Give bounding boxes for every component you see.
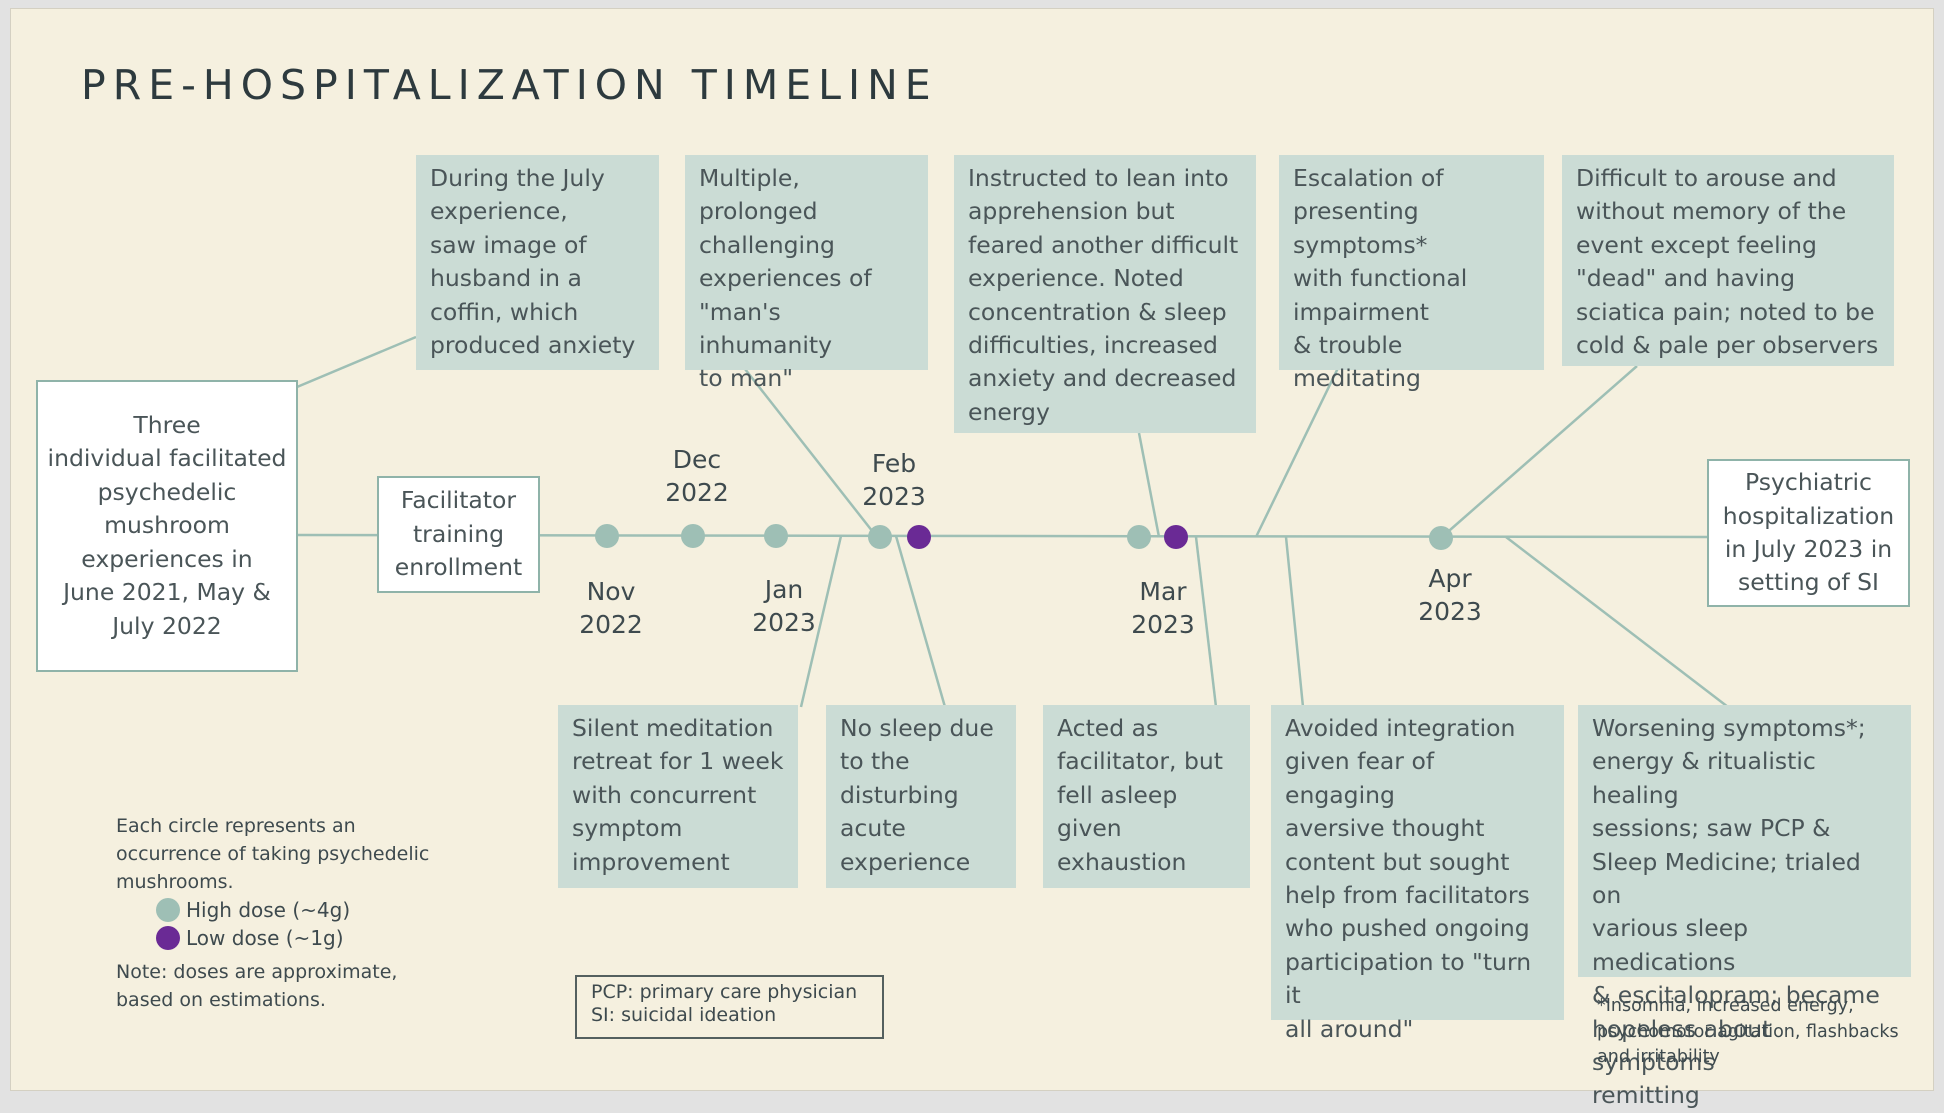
top-event-text-1: During the July experience, saw image of… (430, 164, 636, 360)
bottom-event-box-3: Acted as facilitator, but fell asleep gi… (1043, 705, 1250, 888)
bottom-event-text-3: Acted as facilitator, but fell asleep gi… (1057, 714, 1224, 876)
date-nov-2022: Nov 2022 (579, 577, 643, 639)
top-event-text-5: Difficult to arouse and without memory o… (1576, 164, 1879, 360)
connector-bottom-5 (1505, 536, 1729, 708)
training-enrollment-text: Facilitator training enrollment (394, 486, 523, 582)
hospitalization-box: Psychiatric hospitalization in July 2023… (1707, 459, 1910, 607)
dose-legend: Each circle represents an occurrence of … (116, 812, 436, 1014)
symptoms-footnote: *Insomnia, increased energy, psychomotor… (1597, 996, 1899, 1067)
page-title: PRE-HOSPITALIZATION TIMELINE (81, 61, 938, 109)
bottom-event-box-4: Avoided integration given fear of engagi… (1271, 705, 1564, 1043)
high-dose-dot (1429, 526, 1453, 550)
high-dose-dot (1127, 525, 1151, 549)
connector-top-3 (1137, 432, 1161, 538)
connector-bottom-3 (1194, 536, 1218, 708)
top-event-text-3: Instructed to lean into apprehension but… (968, 164, 1239, 426)
hospitalization-text: Psychiatric hospitalization in July 2023… (1722, 468, 1895, 597)
top-event-box-1: During the July experience, saw image of… (416, 155, 659, 370)
connector-top-1 (296, 335, 417, 389)
abbreviation-si: SI: suicidal ideation (591, 1004, 777, 1026)
date-feb-2023: Feb 2023 (862, 449, 926, 511)
top-event-box-2: Multiple, prolonged challenging experien… (685, 155, 928, 392)
abbreviations-box: PCP: primary care physician SI: suicidal… (575, 975, 884, 1039)
connector-bottom-1 (799, 535, 843, 708)
date-dec-2022: Dec 2022 (665, 445, 729, 507)
training-enrollment-box: Facilitator training enrollment (377, 476, 540, 593)
date-apr-2023: Apr 2023 (1418, 564, 1482, 626)
high-dose-dot (681, 524, 705, 548)
bottom-event-text-1: Silent meditation retreat for 1 week wit… (572, 714, 784, 876)
bottom-event-box-5: Worsening symptoms*; energy & ritualisti… (1578, 705, 1911, 1109)
connector-top-2 (744, 368, 881, 542)
bottom-event-box-2: No sleep due to the disturbing acute exp… (826, 705, 1016, 888)
top-event-box-4: Escalation of presenting symptoms* with … (1279, 155, 1544, 392)
connector-bottom-2 (894, 535, 947, 708)
legend-low-dose: Low dose (~1g) (156, 924, 436, 952)
connector-bottom-4 (1284, 536, 1305, 708)
connector-top-5 (1441, 365, 1638, 538)
top-event-box-5: Difficult to arouse and without memory o… (1562, 155, 1894, 366)
legend-low-label: Low dose (~1g) (186, 926, 344, 950)
date-jan-2023: Jan 2023 (752, 575, 816, 637)
legend-description: Each circle represents an occurrence of … (116, 815, 430, 893)
bottom-event-text-2: No sleep due to the disturbing acute exp… (840, 714, 994, 876)
top-event-text-4: Escalation of presenting symptoms* with … (1293, 164, 1468, 393)
abbreviation-pcp: PCP: primary care physician (591, 981, 858, 1003)
bottom-event-text-5: Worsening symptoms*; energy & ritualisti… (1592, 714, 1880, 1110)
connector-top-4 (1254, 365, 1341, 538)
high-dose-dot-icon (156, 898, 180, 922)
bottom-event-text-4: Avoided integration given fear of engagi… (1285, 714, 1532, 1043)
low-dose-dot-icon (156, 926, 180, 950)
legend-high-dose: High dose (~4g) (156, 896, 436, 924)
top-event-box-3: Instructed to lean into apprehension but… (954, 155, 1256, 433)
start-experiences-text: Three individual facilitated psychedelic… (47, 411, 287, 640)
top-event-text-2: Multiple, prolonged challenging experien… (699, 164, 872, 393)
legend-high-label: High dose (~4g) (186, 898, 351, 922)
low-dose-dot (1164, 525, 1188, 549)
high-dose-dot (595, 524, 619, 548)
legend-note: Note: doses are approximate, based on es… (116, 961, 398, 1011)
bottom-event-box-1: Silent meditation retreat for 1 week wit… (558, 705, 798, 888)
low-dose-dot (907, 525, 931, 549)
start-experiences-box: Three individual facilitated psychedelic… (36, 380, 298, 672)
date-mar-2023: Mar 2023 (1131, 577, 1195, 639)
slide: PRE-HOSPITALIZATION TIMELINE Three indiv… (10, 8, 1934, 1109)
high-dose-dot (868, 525, 892, 549)
high-dose-dot (764, 524, 788, 548)
